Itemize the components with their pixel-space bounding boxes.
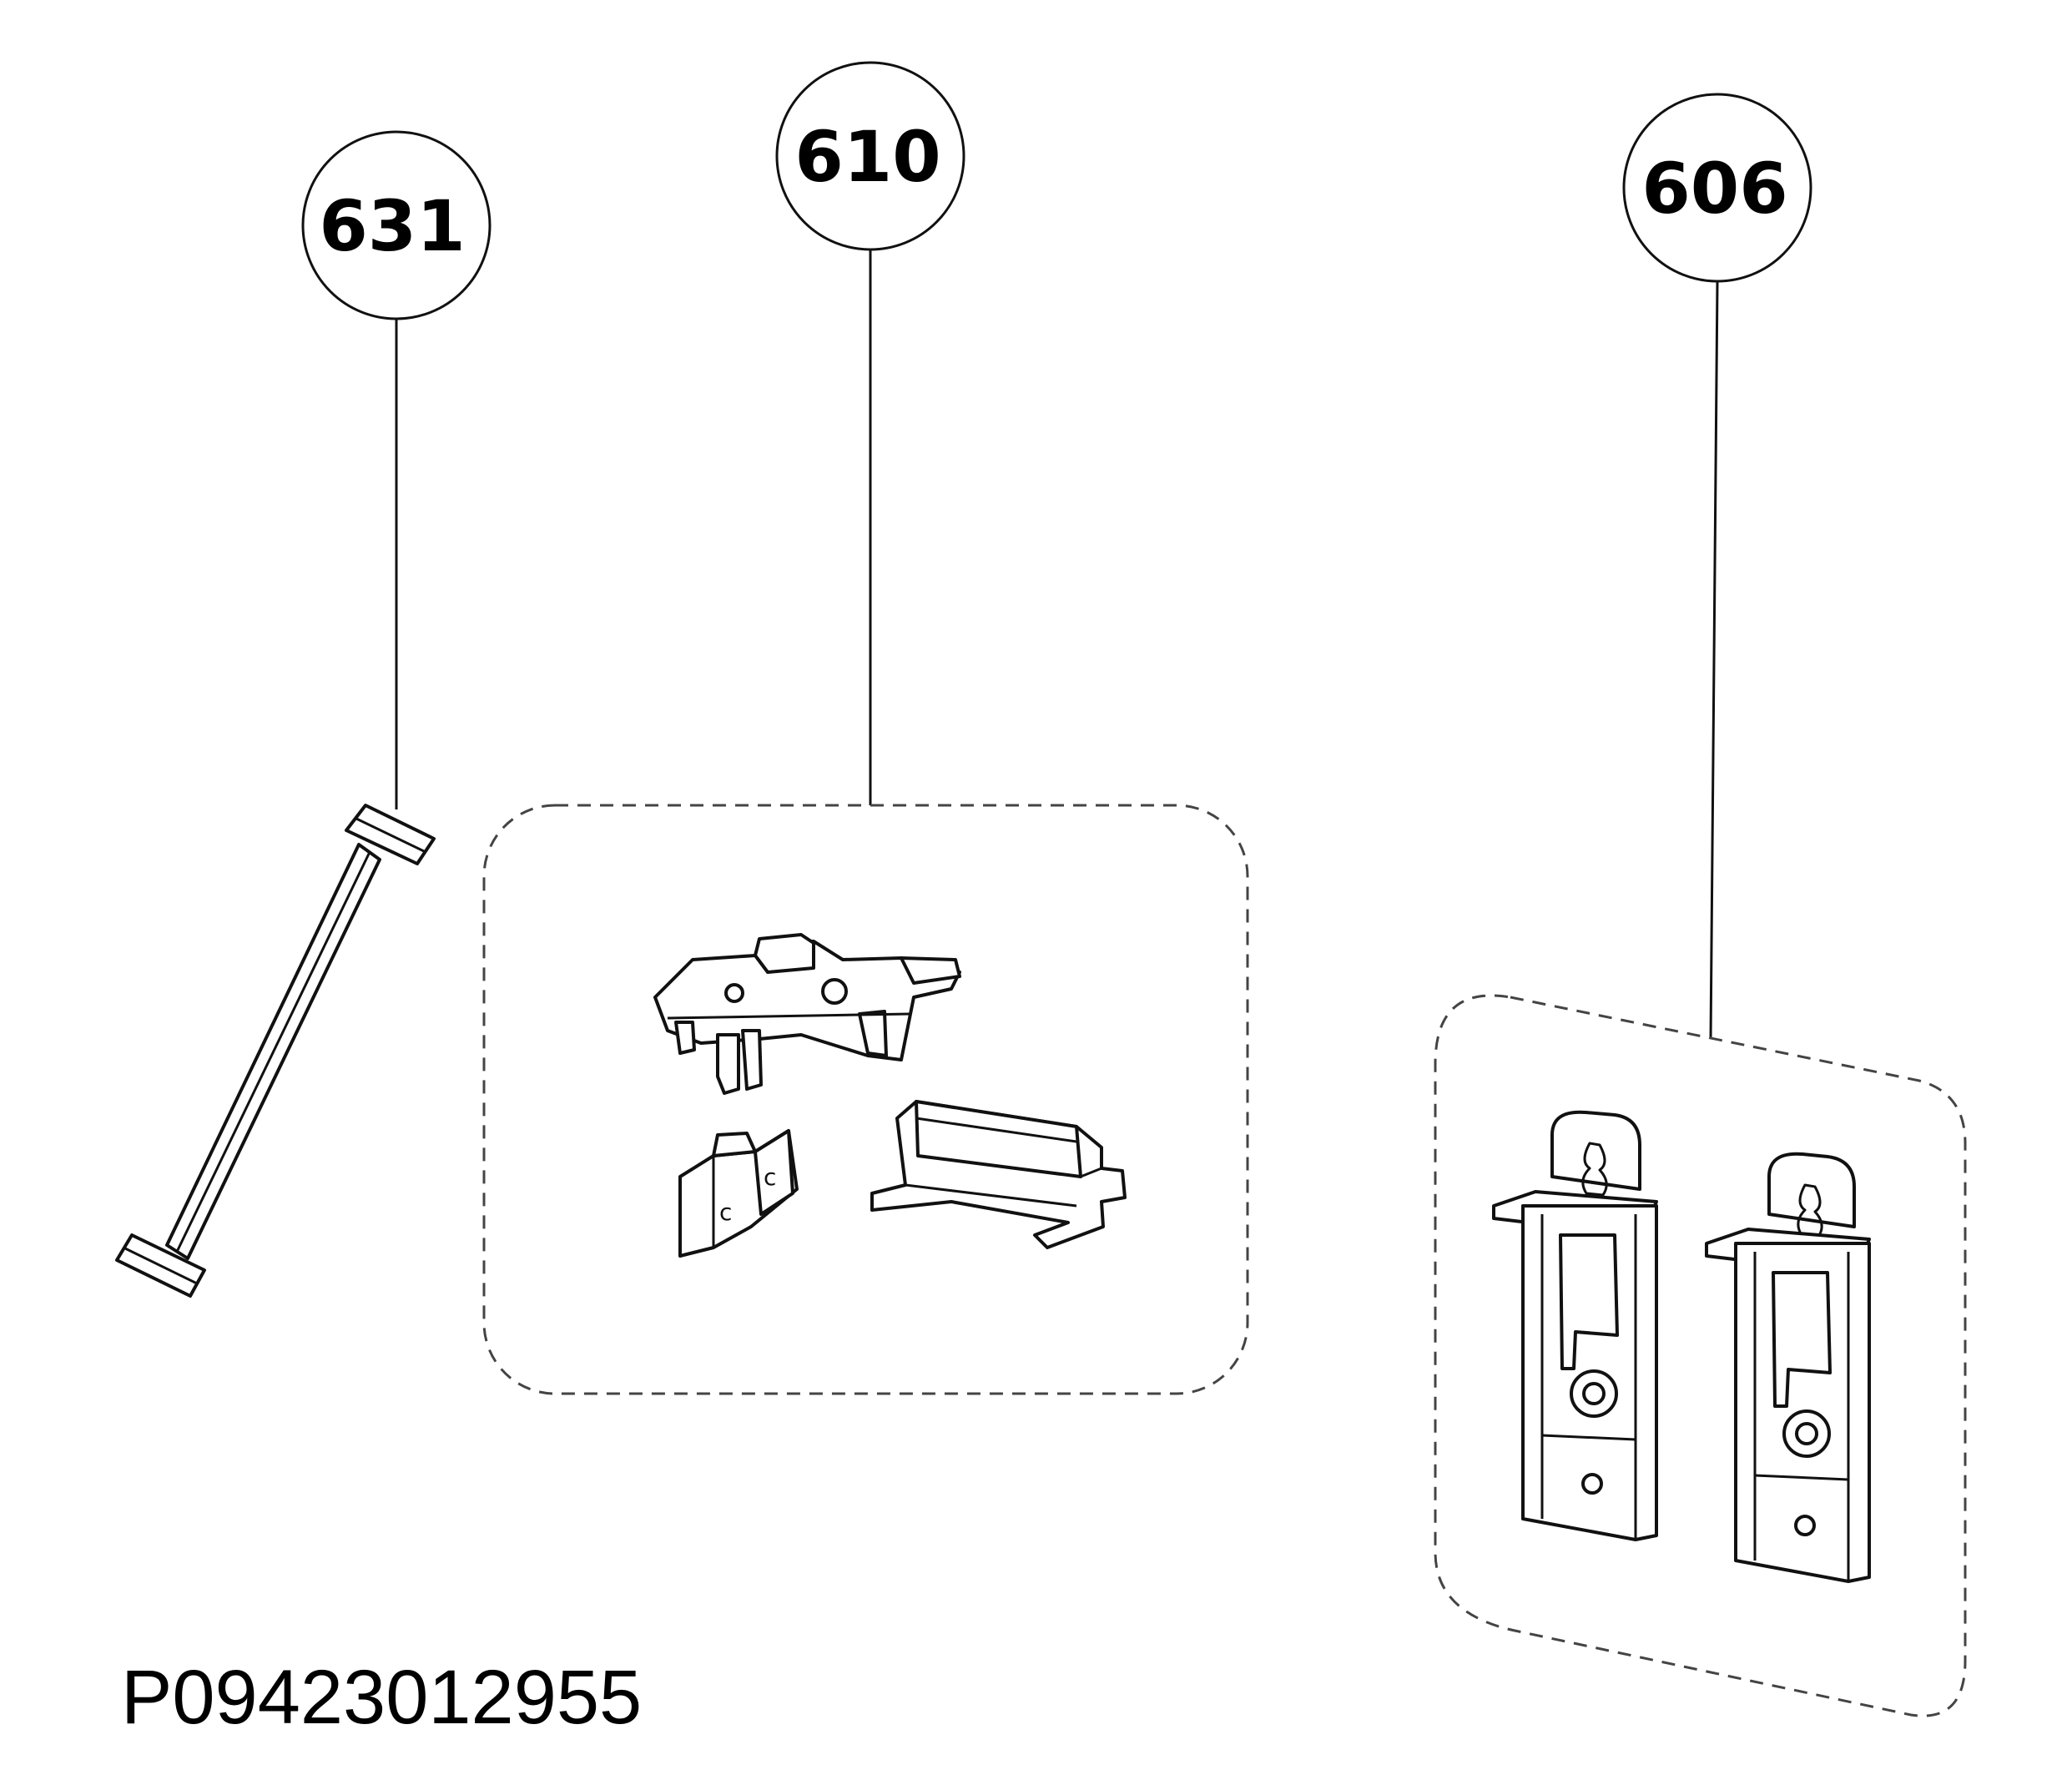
svg-text:c: c bbox=[764, 1163, 776, 1191]
hinge-bracket-left bbox=[1492, 1110, 1658, 1541]
callout-606-label: 606 bbox=[1641, 148, 1787, 229]
callout-606[interactable]: 606 bbox=[1622, 93, 1812, 1040]
part-group-606-outline bbox=[1434, 994, 1967, 1717]
part-group-610-outline bbox=[482, 804, 1249, 1395]
callout-631[interactable]: 631 bbox=[301, 130, 492, 809]
part-610-bracket-kit[interactable]: c c bbox=[653, 933, 1127, 1258]
part-606-hinge-brackets[interactable] bbox=[1492, 1110, 1871, 1583]
callout-610-label: 610 bbox=[794, 116, 940, 198]
leader-line-606 bbox=[1709, 280, 1719, 1040]
callout-631-label: 631 bbox=[319, 185, 465, 267]
svg-text:c: c bbox=[719, 1198, 732, 1226]
part-631-cable[interactable] bbox=[115, 804, 436, 1298]
callout-610[interactable]: 610 bbox=[775, 61, 965, 805]
hinge-bracket-right bbox=[1705, 1152, 1871, 1583]
diagram-code: P09423012955 bbox=[121, 1655, 642, 1740]
